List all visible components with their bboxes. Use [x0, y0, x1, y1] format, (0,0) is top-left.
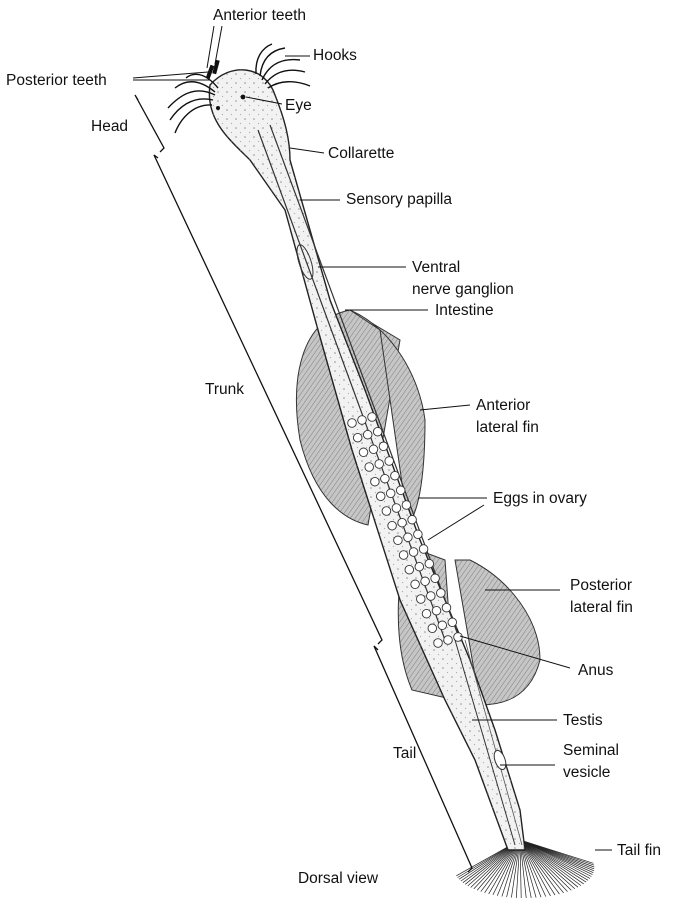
egg: [385, 457, 394, 466]
egg: [434, 639, 443, 648]
egg: [371, 477, 380, 486]
egg: [382, 507, 391, 516]
egg: [359, 448, 368, 457]
label-tail-fin: Tail fin: [617, 841, 661, 860]
egg: [363, 430, 372, 439]
egg: [422, 609, 431, 618]
body: [209, 70, 525, 850]
label-intestine: Intestine: [435, 301, 494, 320]
label-seminal-vesicle-line2: vesicle: [563, 763, 610, 782]
egg: [417, 595, 426, 604]
label-posterior-teeth: Posterior teeth: [6, 71, 107, 90]
egg: [386, 489, 395, 498]
label-eggs-in-ovary: Eggs in ovary: [493, 489, 587, 508]
egg: [381, 474, 390, 483]
label-sensory-papilla: Sensory papilla: [346, 190, 452, 209]
egg: [376, 492, 385, 501]
label-seminal-vesicle-line1: Seminal: [563, 741, 619, 760]
egg: [369, 445, 378, 454]
egg: [442, 603, 451, 612]
label-anterior-lateral-fin-line2: lateral fin: [476, 418, 539, 437]
egg: [399, 551, 408, 560]
label-posterior-lateral-fin-line1: Posterior: [570, 576, 632, 595]
egg: [414, 530, 423, 539]
egg: [427, 592, 436, 601]
egg: [375, 460, 384, 469]
egg: [358, 416, 367, 425]
egg: [454, 633, 463, 642]
egg: [405, 565, 414, 574]
label-posterior-lateral-fin-line2: lateral fin: [570, 598, 633, 617]
label-ventral-nerve-ganglion-line2: nerve ganglion: [412, 280, 514, 299]
label-anus: Anus: [578, 661, 613, 680]
label-eye: Eye: [285, 96, 312, 115]
egg: [444, 636, 453, 645]
label-head: Head: [91, 117, 128, 136]
egg: [404, 533, 413, 542]
egg: [421, 577, 430, 586]
egg: [392, 504, 401, 513]
label-anterior-lateral-fin-line1: Anterior: [476, 396, 530, 415]
egg: [415, 562, 424, 571]
figure-caption: Dorsal view: [0, 870, 676, 888]
egg: [408, 515, 417, 524]
egg: [411, 580, 420, 589]
label-tail: Tail: [393, 744, 416, 763]
egg: [379, 442, 388, 451]
label-anterior-teeth: Anterior teeth: [213, 6, 306, 25]
egg: [365, 463, 374, 472]
egg: [448, 618, 457, 627]
label-collarette: Collarette: [328, 144, 394, 163]
egg: [409, 548, 418, 557]
egg: [373, 427, 382, 436]
egg: [432, 606, 441, 615]
label-trunk: Trunk: [205, 380, 244, 399]
egg: [428, 624, 437, 633]
eye: [241, 95, 246, 100]
egg: [394, 536, 403, 545]
label-testis: Testis: [563, 711, 603, 730]
label-ventral-nerve-ganglion-line1: Ventral: [412, 258, 460, 277]
egg: [438, 621, 447, 630]
egg: [391, 471, 400, 480]
egg: [396, 486, 405, 495]
label-hooks: Hooks: [313, 46, 357, 65]
egg: [398, 518, 407, 527]
egg: [353, 433, 362, 442]
egg: [348, 419, 357, 428]
egg: [419, 545, 428, 554]
egg: [425, 559, 434, 568]
egg: [437, 589, 446, 598]
egg: [368, 413, 377, 422]
egg: [402, 501, 411, 510]
egg: [431, 574, 440, 583]
egg: [388, 521, 397, 530]
